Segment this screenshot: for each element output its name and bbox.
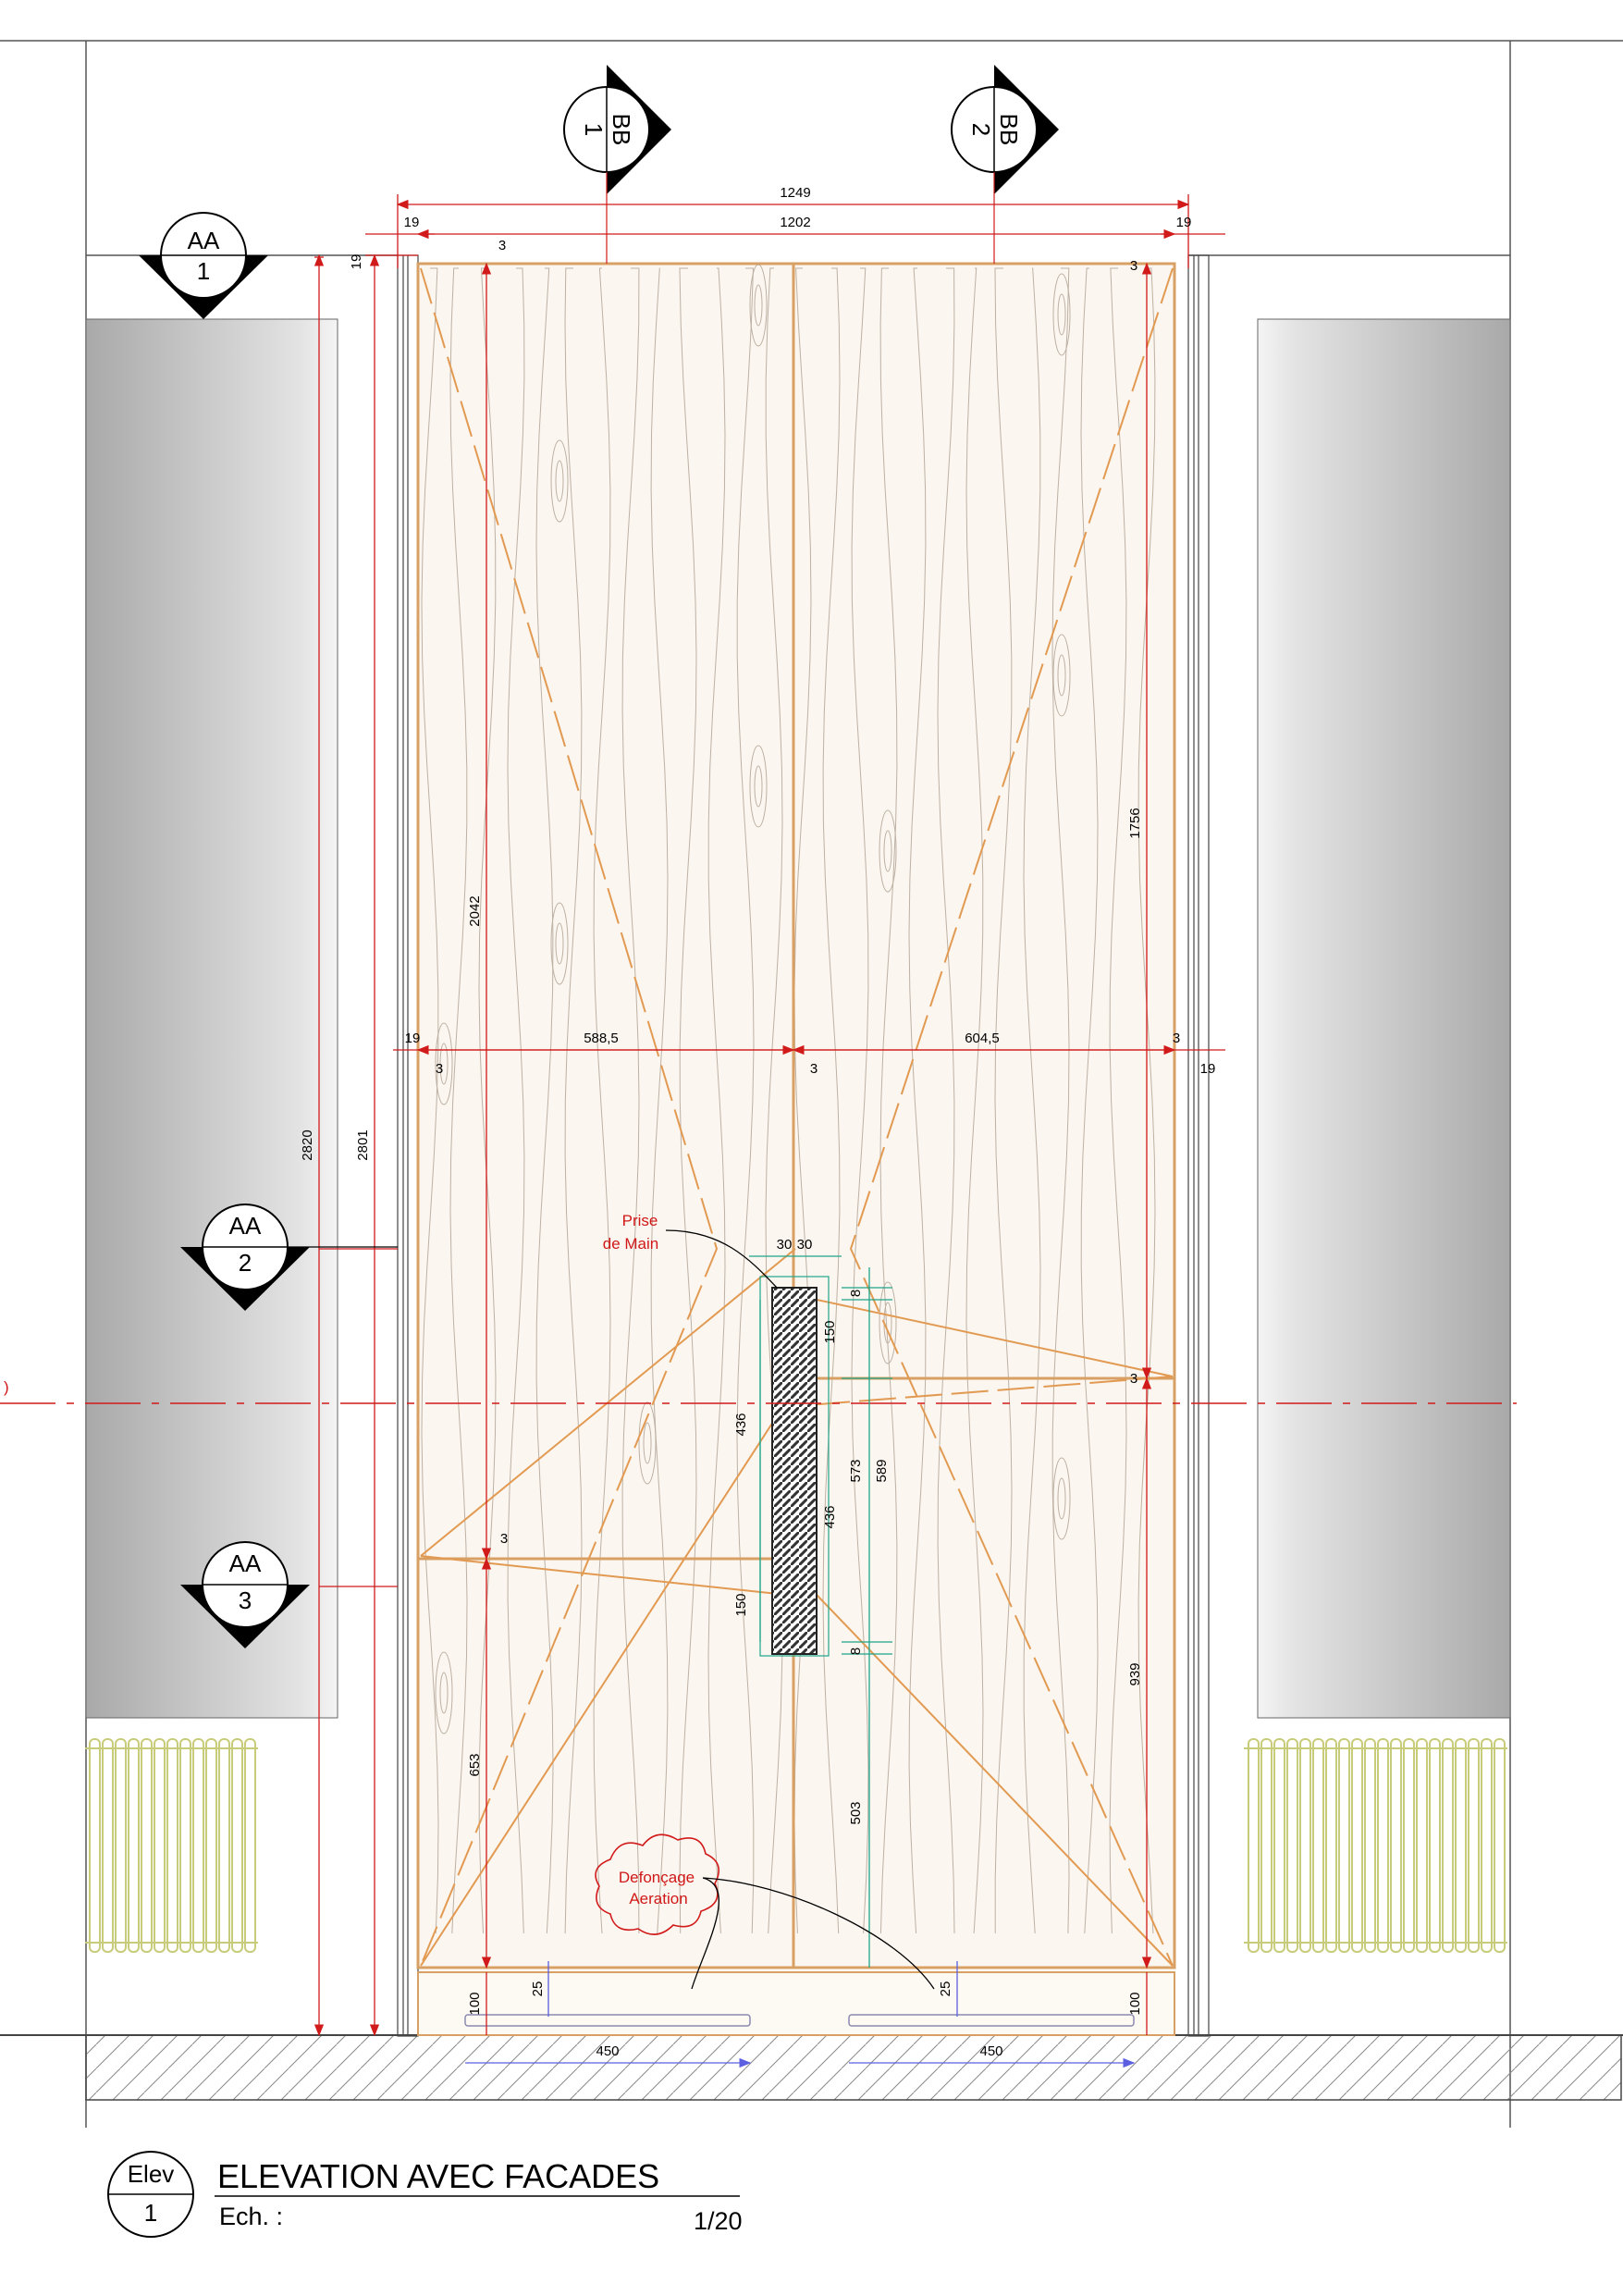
left-wall (85, 318, 338, 1719)
door-handle (759, 1276, 830, 1657)
vent-cutouts (464, 2014, 1135, 2027)
dim-right-19: 19 (1176, 215, 1192, 230)
dimension-lines (314, 194, 1225, 2037)
left-radiator (85, 1738, 258, 1953)
dim-plinth-25-right: 25 (938, 1981, 953, 1997)
right-radiator (1244, 1738, 1507, 1953)
dim-vent-right: 450 (979, 2043, 1002, 2059)
side-panels (397, 254, 1210, 2037)
aa3-label-bottom: 3 (239, 1586, 252, 1614)
dim-588-5: 588,5 (584, 1031, 619, 1046)
bb1-marker: BB 1 (563, 65, 671, 264)
dim-2042: 2042 (467, 895, 483, 926)
aa1-label-bottom: 1 (197, 257, 210, 285)
axis-mark: ) (4, 1378, 9, 1396)
dim-1249: 1249 (780, 185, 810, 201)
drawing-title: ELEVATION AVEC FACADES (217, 2157, 659, 2195)
dim-top-gap-left: 3 (498, 238, 506, 253)
title-block: Elev 1 ELEVATION AVEC FACADES Ech. : 1/2… (107, 2151, 743, 2238)
elev-ref-top: Elev (128, 2160, 175, 2188)
dimension-texts: 1249 1202 19 19 3 3 19 2820 2801 2042 17… (300, 185, 1215, 2059)
elev-ref-bottom: 1 (144, 2199, 157, 2227)
dim-1756: 1756 (1127, 808, 1143, 838)
bb2-label-bottom: 2 (967, 123, 995, 136)
dim-handle-150-top: 150 (822, 1320, 838, 1343)
dim-604-5: 604,5 (965, 1031, 1000, 1046)
aa1-marker: AA 1 (139, 212, 268, 319)
dim-plinth-100-right: 100 (1127, 1992, 1143, 2015)
dim-handle-8-bottom: 8 (848, 1648, 864, 1655)
dim-2820: 2820 (300, 1129, 315, 1160)
dim-handle-30b: 30 (797, 1237, 813, 1253)
plinth-dimensions (465, 1961, 1136, 2068)
dim-653: 653 (467, 1753, 483, 1776)
dim-mid-gap-b: 3 (810, 1061, 818, 1077)
dim-503: 503 (848, 1801, 864, 1824)
dim-handle-30a: 30 (777, 1237, 793, 1253)
aa2-label-top: AA (229, 1212, 262, 1240)
floor-slab (0, 2034, 1623, 2101)
defoncage-line2: Aeration (629, 1890, 687, 1907)
cabinet-body (416, 262, 1176, 2036)
dim-top-panel: 19 (349, 254, 364, 270)
bb1-label-bottom: 1 (580, 123, 608, 136)
dim-gap-right-3: 3 (1130, 1371, 1137, 1387)
annotations: Prise de Main Defonçage Aeration ) (4, 1212, 935, 1990)
dim-plinth-25-left: 25 (530, 1981, 546, 1997)
dim-mid-gap-c: 3 (1173, 1031, 1180, 1046)
right-wall (1257, 318, 1511, 1719)
dim-mid-left-19: 19 (405, 1031, 421, 1046)
aa1-label-top: AA (188, 227, 220, 254)
dim-589: 589 (874, 1459, 890, 1482)
dim-gap-left-3: 3 (500, 1531, 508, 1547)
dim-left-19: 19 (404, 215, 420, 230)
prise-de-main-line1: Prise (622, 1212, 658, 1229)
aa3-label-top: AA (229, 1549, 262, 1577)
bb1-label-top: BB (608, 114, 635, 146)
dim-436-handle: 436 (822, 1505, 838, 1528)
defoncage-line1: Defonçage (619, 1869, 695, 1886)
dim-573: 573 (848, 1459, 864, 1482)
dim-939: 939 (1127, 1662, 1143, 1685)
dim-436-left: 436 (733, 1413, 749, 1436)
scale-label: Ech. : (219, 2203, 283, 2230)
dim-handle-150-bottom: 150 (733, 1593, 749, 1616)
dim-mid-right-19: 19 (1200, 1061, 1216, 1077)
bb2-label-top: BB (995, 114, 1023, 146)
bb2-marker: BB 2 (951, 65, 1059, 264)
aa2-label-bottom: 2 (239, 1249, 252, 1277)
dim-handle-8-top: 8 (848, 1290, 864, 1297)
dim-1202: 1202 (780, 215, 810, 230)
dim-vent-left: 450 (596, 2043, 619, 2059)
scale-value: 1/20 (694, 2207, 743, 2235)
handle-dimensions (749, 1255, 892, 1968)
aa3-marker: AA 3 (180, 1541, 310, 1648)
dim-2801: 2801 (355, 1129, 371, 1160)
dim-top-gap-right: 3 (1130, 258, 1137, 274)
dim-mid-gap-a: 3 (436, 1061, 443, 1077)
prise-de-main-line2: de Main (603, 1235, 658, 1253)
dim-plinth-100-left: 100 (467, 1992, 483, 2015)
defoncage-cloud (595, 1833, 720, 1935)
aa2-marker: AA 2 (180, 1204, 398, 1311)
